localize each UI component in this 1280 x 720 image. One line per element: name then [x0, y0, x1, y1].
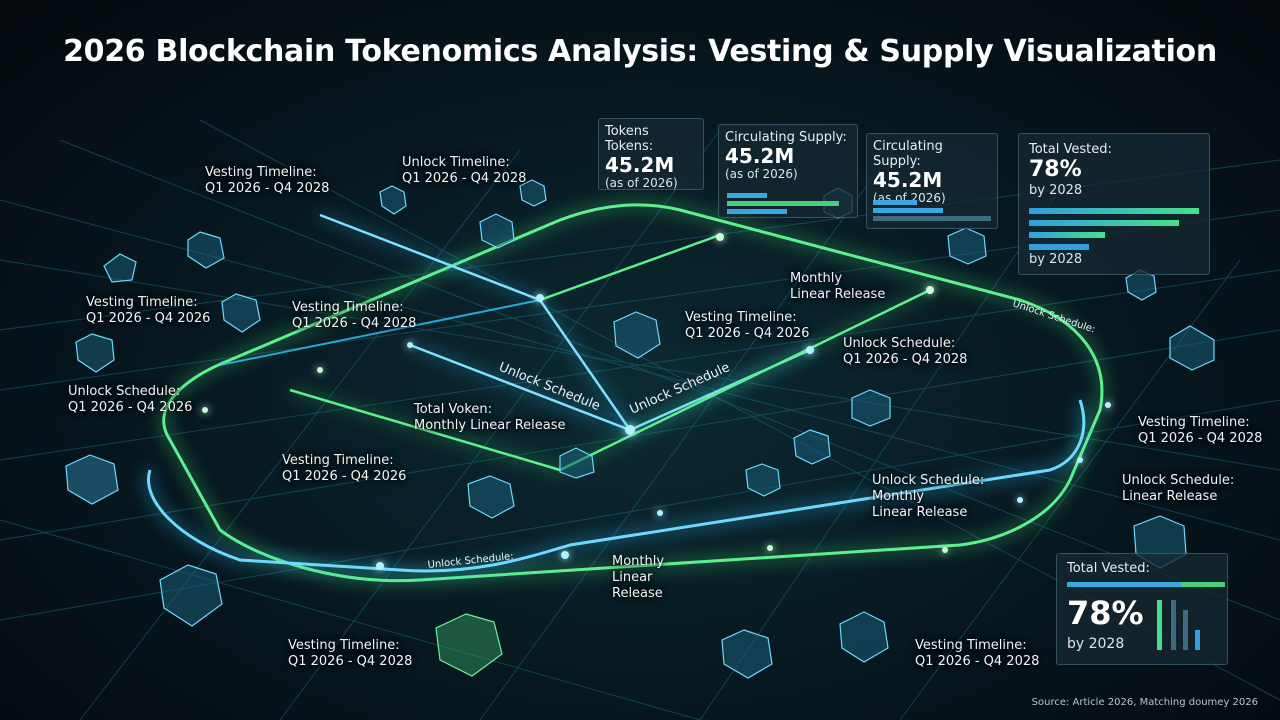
source-caption: Source: Article 2026, Matching doumey 20…	[1031, 697, 1258, 708]
label-unlock-schedule-1: Unlock Schedule:Q1 2026 - Q4 2026	[68, 384, 193, 415]
label-vesting-timeline-7: Vesting Timeline:Q1 2026 - Q4 2028	[288, 638, 413, 669]
card-bar	[1181, 582, 1225, 587]
card-vested-bottom-value: 78%	[1067, 594, 1144, 632]
card-tokens-sub: (as of 2026)	[605, 176, 678, 190]
card-vested-bottom-sub: by 2028	[1067, 636, 1125, 652]
card-circulating-2: Circulating Supply: 45.2M (as of 2026)	[866, 133, 998, 229]
label-vesting-timeline-1: Vesting Timeline:Q1 2026 - Q4 2028	[205, 165, 330, 196]
card-bar	[727, 209, 787, 214]
polyhedron-nodes	[65, 179, 1215, 679]
label-unlock-schedule-4: Unlock Schedule:Linear Release	[1122, 473, 1235, 504]
card-tokens: Tokens Tokens: 45.2M (as of 2026)	[598, 118, 704, 190]
card-bar	[1029, 232, 1105, 238]
card-bar	[873, 208, 943, 213]
card-vested-bottom: Total Vested: 78% by 2028	[1056, 553, 1228, 665]
card-circulating-1-sub: (as of 2026)	[725, 167, 798, 181]
card-bar	[873, 200, 917, 205]
card-tokens-head: Tokens Tokens:	[605, 124, 654, 154]
card-bar	[1029, 220, 1179, 226]
card-bar	[1029, 208, 1199, 214]
card-vested-top-foot: by 2028	[1029, 252, 1083, 267]
label-vesting-timeline-5: Vesting Timeline:Q1 2026 - Q4 2026	[282, 453, 407, 484]
card-bar	[873, 216, 991, 221]
card-circulating-1-head: Circulating Supply:	[725, 130, 847, 145]
mini-bar	[1157, 600, 1162, 650]
node-dots	[202, 233, 1111, 570]
label-vesting-timeline-4: Vesting Timeline:Q1 2026 - Q4 2026	[685, 310, 810, 341]
card-circulating-2-value: 45.2M	[873, 168, 943, 192]
card-bar	[727, 201, 839, 206]
mini-bar	[1171, 600, 1176, 650]
green-track	[158, 199, 1107, 586]
label-unlock-schedule-2: Unlock Schedule:Q1 2026 - Q4 2028	[843, 336, 968, 367]
label-total-voken: Total Voken:Monthly Linear Release	[414, 402, 566, 433]
label-vesting-timeline-2: Vesting Timeline:Q1 2026 - Q4 2026	[86, 295, 211, 326]
card-vested-top: Total Vested: 78% by 2028 by 2028	[1018, 133, 1210, 275]
mini-bar	[1183, 610, 1188, 650]
card-circulating-2-head: Circulating Supply:	[873, 139, 943, 169]
label-vesting-timeline-8: Vesting Timeline:Q1 2026 - Q4 2028	[915, 638, 1040, 669]
card-bar	[1029, 244, 1089, 250]
label-vesting-timeline-3: Vesting Timeline:Q1 2026 - Q4 2028	[292, 300, 417, 331]
grid-lines	[0, 119, 1280, 720]
label-vesting-timeline-6: Vesting Timeline:Q1 2026 - Q4 2028	[1138, 415, 1263, 446]
card-vested-top-sub: by 2028	[1029, 183, 1083, 198]
card-vested-top-head: Total Vested:	[1029, 142, 1112, 157]
card-circulating-1-value: 45.2M	[725, 144, 795, 168]
card-circulating-1: Circulating Supply: 45.2M (as of 2026)	[718, 124, 858, 218]
card-tokens-value: 45.2M	[605, 153, 675, 177]
page-title: 2026 Blockchain Tokenomics Analysis: Ves…	[63, 34, 1217, 69]
card-vested-bottom-head: Total Vested:	[1067, 561, 1150, 576]
mini-bar	[1195, 630, 1200, 650]
label-unlock-timeline: Unlock Timeline:Q1 2026 - Q4 2028	[402, 155, 527, 186]
card-bar	[727, 193, 767, 198]
card-bar	[1067, 582, 1181, 587]
card-vested-top-value: 78%	[1029, 157, 1082, 182]
